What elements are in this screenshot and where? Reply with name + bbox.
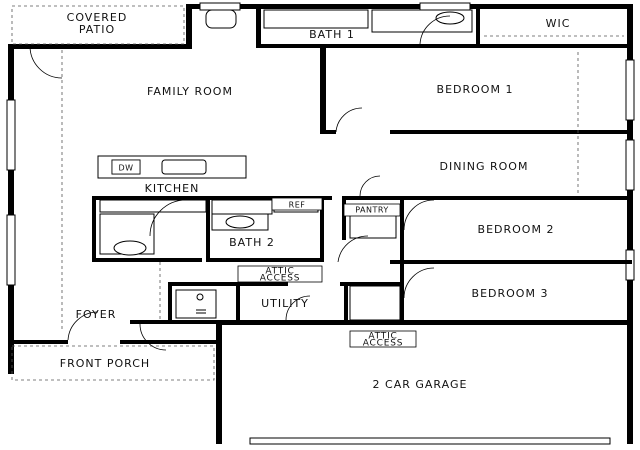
bath1-label: BATH 1 bbox=[309, 28, 355, 41]
pantry-label: PANTRY bbox=[355, 206, 389, 215]
attic-access-2-label-line1: ATTIC bbox=[368, 332, 397, 342]
windows bbox=[6, 2, 635, 286]
garage-label: 2 CAR GARAGE bbox=[373, 378, 468, 391]
covered-patio-label-line2: PATIO bbox=[79, 23, 115, 36]
bedroom3-label: BEDROOM 3 bbox=[472, 287, 549, 300]
doors bbox=[29, 15, 451, 351]
dining-room-label: DINING ROOM bbox=[440, 160, 529, 173]
attic-access-1-label-line2: ACCESS bbox=[260, 274, 300, 284]
front-porch-label: FRONT PORCH bbox=[60, 357, 150, 370]
kitchen-label: KITCHEN bbox=[145, 182, 200, 195]
covered-patio-outline bbox=[11, 5, 185, 45]
attic-access-1-label-line1: ATTIC bbox=[265, 267, 294, 277]
foyer-label: FOYER bbox=[76, 308, 117, 321]
ref-label: REF bbox=[289, 201, 306, 210]
attic-access-2-label-line2: ACCESS bbox=[363, 339, 403, 349]
covered-patio-label-line1: COVERED bbox=[67, 11, 128, 24]
interior-walls bbox=[92, 4, 632, 324]
wic-label: WIC bbox=[546, 17, 571, 30]
bedroom2-label: BEDROOM 2 bbox=[478, 223, 555, 236]
exterior-walls bbox=[8, 4, 633, 444]
utility-label: UTILITY bbox=[261, 297, 309, 310]
ref-box bbox=[271, 197, 323, 211]
bath2-label: BATH 2 bbox=[229, 236, 275, 249]
family-room-label: FAMILY ROOM bbox=[147, 85, 233, 98]
attic-access-box-1 bbox=[237, 265, 323, 283]
dishwasher-box bbox=[111, 159, 141, 175]
dishwasher-label: DW bbox=[118, 164, 133, 173]
pantry-box bbox=[343, 203, 401, 217]
bedroom1-label: BEDROOM 1 bbox=[437, 83, 514, 96]
attic-access-box-2 bbox=[349, 330, 417, 348]
room-labels: COVERED PATIO BATH 1 WIC FAMILY ROOM BED… bbox=[60, 11, 571, 391]
